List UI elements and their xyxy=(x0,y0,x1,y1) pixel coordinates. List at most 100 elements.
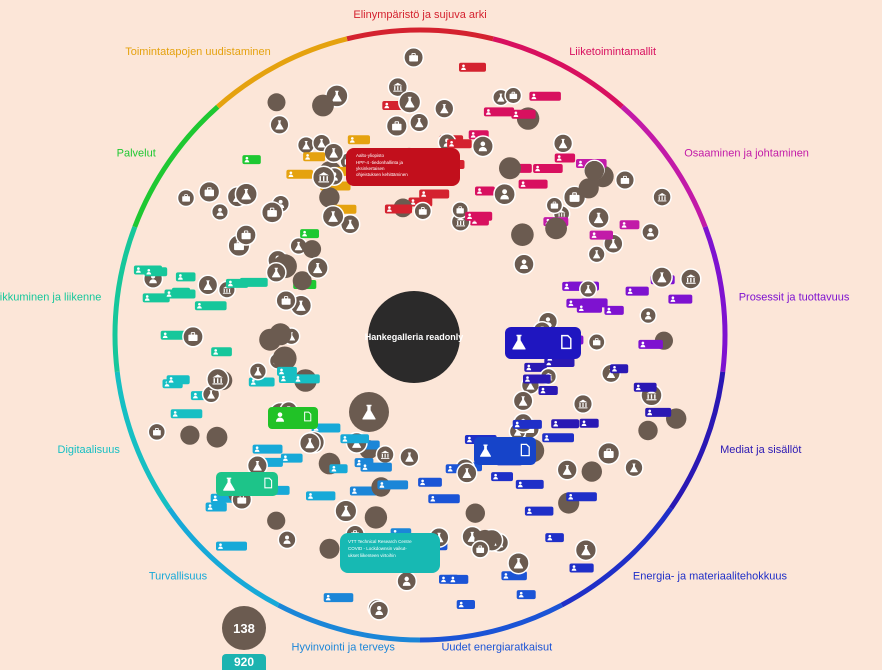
project-node[interactable] xyxy=(428,494,460,504)
featured-card-blue[interactable] xyxy=(505,327,581,359)
project-node[interactable] xyxy=(584,161,605,181)
project-node[interactable] xyxy=(523,374,551,384)
project-node[interactable] xyxy=(624,458,644,478)
project-node[interactable] xyxy=(650,266,673,289)
project-node[interactable] xyxy=(513,253,535,275)
project-node[interactable] xyxy=(604,305,624,315)
project-node[interactable] xyxy=(306,491,336,501)
project-node[interactable] xyxy=(579,280,598,299)
category-label-liiketoimintamallit[interactable]: Liiketoimintamallit xyxy=(569,46,656,58)
project-node[interactable] xyxy=(403,46,425,68)
ring-segment-hyvinvointi-ja-terveys[interactable] xyxy=(277,602,421,643)
project-node[interactable] xyxy=(225,278,249,288)
project-node[interactable] xyxy=(633,382,657,392)
project-node[interactable] xyxy=(368,600,390,621)
project-node[interactable] xyxy=(465,503,485,523)
project-node[interactable] xyxy=(321,205,345,228)
project-node[interactable] xyxy=(194,301,227,311)
project-node[interactable] xyxy=(524,362,547,372)
project-node[interactable] xyxy=(170,409,203,419)
highlight-card-red[interactable]: Aalto-yliopisto HPF-4 -tiedonhallinta ja… xyxy=(346,148,460,186)
featured-card-green[interactable] xyxy=(268,407,318,429)
project-node[interactable] xyxy=(556,459,578,481)
project-node[interactable] xyxy=(265,261,287,283)
project-node[interactable] xyxy=(551,419,580,429)
project-node[interactable] xyxy=(499,157,521,180)
project-node[interactable] xyxy=(619,220,640,230)
project-node[interactable] xyxy=(409,112,430,133)
project-node[interactable] xyxy=(364,506,388,529)
category-label-prosessit-ja-tuottavuus[interactable]: Prosessit ja tuottavuus xyxy=(739,291,850,303)
project-node[interactable] xyxy=(323,142,345,164)
ring-segment-elinymparisto-ja-sujuva-arki[interactable] xyxy=(346,27,494,42)
project-node[interactable] xyxy=(456,600,475,609)
project-node[interactable] xyxy=(641,222,660,242)
project-node[interactable] xyxy=(180,425,200,445)
project-node[interactable] xyxy=(384,204,412,214)
ring-segment-toimintatapojen-uudistaminen[interactable] xyxy=(216,36,348,109)
project-node[interactable] xyxy=(645,407,672,417)
project-node[interactable] xyxy=(652,187,672,207)
project-node[interactable] xyxy=(471,135,494,158)
category-label-elinymparisto-ja-sujuva-arki[interactable]: Elinympäristö ja sujuva arki xyxy=(353,9,486,21)
project-node[interactable] xyxy=(334,499,358,523)
ring-segment-liiketoimintamallit[interactable] xyxy=(492,36,624,109)
project-node[interactable] xyxy=(142,293,170,303)
project-node[interactable] xyxy=(419,189,450,199)
project-node[interactable] xyxy=(164,289,196,299)
project-node[interactable] xyxy=(456,462,478,484)
project-node[interactable] xyxy=(242,155,261,165)
project-node[interactable] xyxy=(387,76,409,98)
project-node[interactable] xyxy=(507,551,530,575)
project-node[interactable] xyxy=(413,201,433,221)
center-flask-node[interactable] xyxy=(349,392,389,432)
project-node[interactable] xyxy=(576,303,602,313)
project-node[interactable] xyxy=(638,420,658,441)
project-node[interactable] xyxy=(545,533,564,543)
featured-card-darkblue[interactable] xyxy=(474,437,536,465)
project-node[interactable] xyxy=(198,180,221,203)
project-node[interactable] xyxy=(396,570,418,592)
category-label-turvallisuus[interactable]: Turvallisuus xyxy=(149,570,208,582)
project-node[interactable] xyxy=(459,62,486,72)
ring-segment-energia-ja-materiaalitehokkuus[interactable] xyxy=(560,506,674,608)
project-node[interactable] xyxy=(303,152,326,162)
project-node[interactable] xyxy=(280,453,303,463)
project-node[interactable] xyxy=(385,114,408,138)
project-node[interactable] xyxy=(493,182,516,206)
project-node[interactable] xyxy=(512,390,534,412)
project-node[interactable] xyxy=(529,91,561,101)
ring-segment-liikkuminen-ja-liikenne[interactable] xyxy=(112,225,138,373)
project-node[interactable] xyxy=(483,107,515,117)
project-node[interactable] xyxy=(166,375,190,385)
project-node[interactable] xyxy=(298,432,321,455)
ring-segment-palvelut[interactable] xyxy=(132,104,220,228)
category-label-osaaminen-ja-johtaminen[interactable]: Osaaminen ja johtaminen xyxy=(684,148,809,160)
project-node[interactable] xyxy=(579,418,599,428)
project-node[interactable] xyxy=(175,272,196,282)
project-node[interactable] xyxy=(545,217,567,240)
project-node[interactable] xyxy=(277,366,297,376)
project-node[interactable] xyxy=(680,268,702,290)
project-node[interactable] xyxy=(252,444,283,454)
project-node[interactable] xyxy=(518,179,548,189)
project-node[interactable] xyxy=(197,274,219,296)
project-node[interactable] xyxy=(296,135,316,155)
category-label-digitaalisuus[interactable]: Digitaalisuus xyxy=(58,444,121,456)
category-label-toimintatapojen-uudistaminen[interactable]: Toimintatapojen uudistaminen xyxy=(125,46,271,58)
ring-segment-uudet-energiaratkaisut[interactable] xyxy=(419,602,563,643)
project-node[interactable] xyxy=(587,245,606,264)
project-node[interactable] xyxy=(147,422,167,442)
project-node[interactable] xyxy=(614,169,636,191)
category-label-mediat-ja-sisallot[interactable]: Mediat ja sisällöt xyxy=(720,444,801,456)
project-node[interactable] xyxy=(511,109,536,119)
project-node[interactable] xyxy=(206,367,230,391)
project-node[interactable] xyxy=(293,374,320,384)
project-node[interactable] xyxy=(512,419,542,429)
project-node[interactable] xyxy=(160,330,186,340)
project-node[interactable] xyxy=(625,286,649,296)
project-node[interactable] xyxy=(398,90,422,114)
category-label-hyvinvointi-ja-terveys[interactable]: Hyvinvointi ja terveys xyxy=(292,642,396,654)
ring-segment-prosessit-ja-tuottavuus[interactable] xyxy=(702,225,728,373)
